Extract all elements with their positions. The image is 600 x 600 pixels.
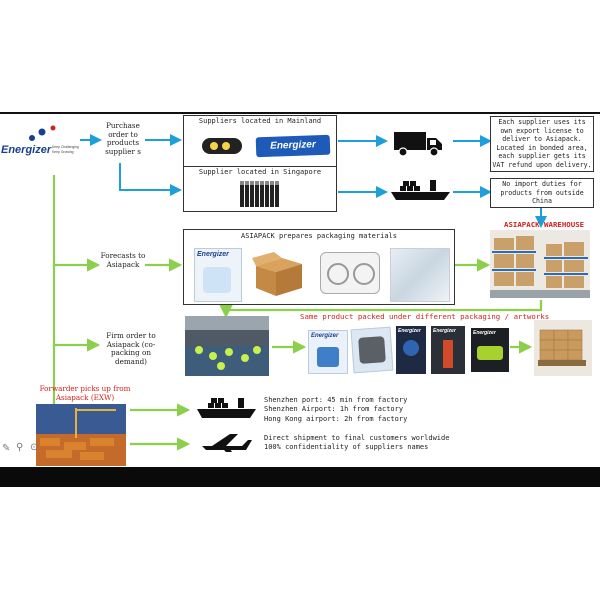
pencil-icon[interactable]: ✎ (2, 443, 11, 454)
port-line-2: Shenzhen Airport: 1h from factory (264, 405, 404, 414)
product-pack-1-brand: Energizer (311, 333, 339, 339)
airplane-icon (200, 428, 252, 458)
warehouse-title: ASIAPACK WAREHOUSE (504, 220, 585, 229)
batteries-product-image (239, 179, 283, 209)
ports-text: Shenzhen port: 45 min from factory Shenz… (264, 396, 407, 424)
packaging-materials-box: ASIAPACK prepares packaging materials En… (183, 229, 455, 305)
no-duties-note: No import duties for products from outsi… (490, 178, 594, 208)
mainland-supplier-box: Suppliers located in Mainland Energizer (183, 115, 337, 167)
logo-wordmark: Energizer (1, 144, 52, 156)
singapore-supplier-label: Supplier located in Singapore (198, 168, 322, 176)
headband-product-image: Energizer (255, 134, 331, 158)
packing-line-photo (185, 316, 269, 376)
product-pack-3: Energizer (396, 326, 426, 374)
forecasts-label: Forecasts to Asiapack (100, 251, 146, 269)
forwarder-label: Forwarder picks up from Asiapack (EXW) (39, 384, 131, 402)
product-pack-3-brand: Energizer (398, 328, 421, 334)
clamshell-tray-image (320, 252, 380, 294)
port-line-1: Shenzhen port: 45 min from factory (264, 396, 408, 404)
product-pack-1: Energizer (308, 330, 348, 374)
product-pack-4-brand: Energizer (433, 328, 456, 334)
search-icon[interactable]: ⚲ (16, 442, 24, 453)
top-border-line (0, 112, 600, 114)
direct-line-2: 100% confidentiality of suppliers names (264, 443, 429, 452)
direct-line-1: Direct shipment to final customers world… (264, 434, 450, 442)
ship-export-icon (196, 397, 258, 425)
headband-brand-text: Energizer (270, 139, 316, 152)
firm-order-label: Firm order to Asiapack (co-packing on de… (106, 331, 156, 366)
logo-tagline-2: Keep Growing (52, 150, 74, 154)
packaging-materials-label: ASIAPACK prepares packaging materials (241, 232, 397, 240)
product-pack-5: Energizer (471, 328, 509, 372)
blister-pack-brand: Energizer (197, 251, 229, 258)
product-pack-5-brand: Energizer (473, 330, 496, 336)
singapore-supplier-box: Supplier located in Singapore (183, 166, 337, 212)
bottom-black-bar (0, 467, 600, 487)
pallet-photo (534, 320, 592, 376)
port-line-3: Hong Kong airport: 2h from factory (264, 414, 408, 423)
energizer-logo: Energizer Keep Challenging Keep Growing (0, 124, 80, 164)
cargo-ship-icon (390, 178, 452, 208)
logo-tagline-1: Keep Challenging (52, 145, 79, 149)
direct-shipment-text: Direct shipment to final customers world… (264, 434, 449, 453)
same-product-label: Same product packed under different pack… (300, 312, 550, 321)
container-yard-photo (36, 404, 126, 466)
blister-pack-image: Energizer (194, 248, 242, 302)
plastic-trays-image (390, 248, 450, 302)
mainland-supplier-label: Suppliers located in Mainland (198, 117, 322, 125)
truck-icon (392, 130, 444, 162)
share-icon[interactable]: ⊙ (30, 442, 39, 453)
annotation-toolbar[interactable]: ✎ ⚲ ⊙ (0, 442, 54, 456)
headlamp-product-image (198, 134, 248, 160)
logo-mark-icon (29, 125, 56, 141)
product-pack-2 (350, 326, 394, 374)
purchase-order-label: Purchase order to products supplier s (105, 121, 141, 156)
product-pack-4: Energizer (431, 326, 465, 374)
cardboard-box-image (252, 250, 306, 298)
export-license-note: Each supplier uses its own export licens… (490, 116, 594, 172)
warehouse-photo (490, 230, 590, 298)
